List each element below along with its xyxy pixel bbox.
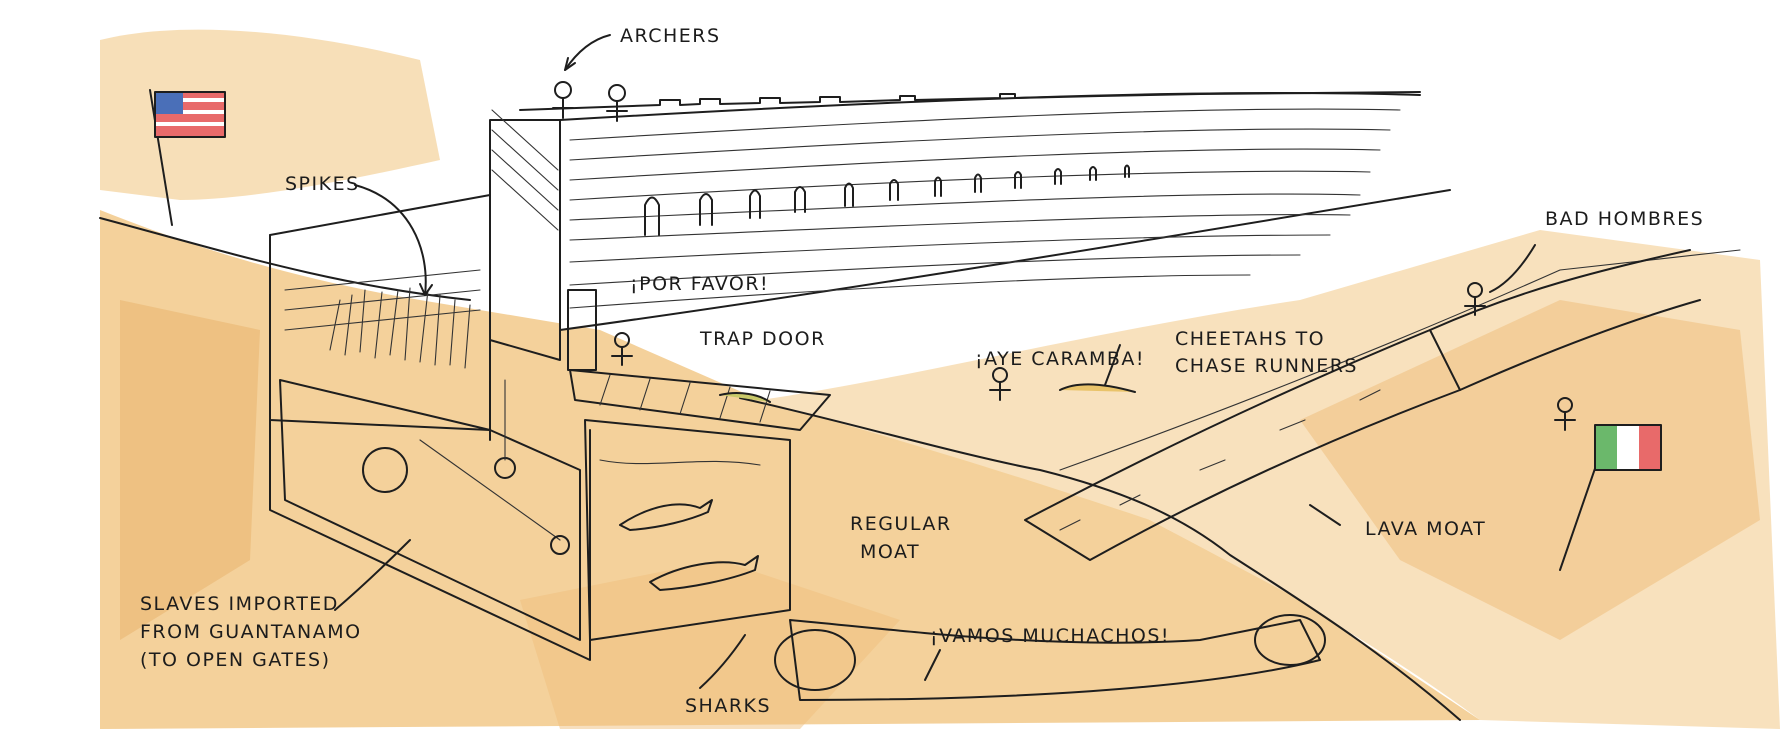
wall-cross-section: [269, 194, 591, 661]
label-aye-caramba: ¡AYE CARAMBA!: [975, 348, 1145, 370]
border-wall: [489, 90, 1500, 361]
figures: [552, 81, 1576, 431]
shark-1: [619, 499, 713, 531]
shark-2: [649, 555, 759, 591]
regular-moat: [584, 419, 791, 641]
mexico-flag: [1559, 424, 1662, 571]
label-slaves-line2: FROM GUANTANAMO: [140, 621, 362, 643]
label-cheetahs-line2: CHASE RUNNERS: [1175, 355, 1358, 377]
label-regular-moat-line1: REGULAR: [850, 513, 952, 535]
label-lava-moat: LAVA MOAT: [1365, 518, 1486, 540]
spikes: [329, 287, 471, 369]
label-slaves-line1: SLAVES IMPORTED: [140, 593, 339, 615]
label-por-favor: ¡POR FAVOR!: [630, 273, 769, 295]
trap-door: [567, 289, 831, 431]
ground-lines: [99, 217, 1741, 721]
label-cheetahs-line1: CHEETAHS TO: [1175, 328, 1325, 350]
label-sharks: SHARKS: [685, 695, 771, 717]
label-regular-moat-line2: MOAT: [860, 541, 920, 563]
pointer-arrows: [334, 34, 1536, 689]
lava-moat: [1024, 249, 1701, 561]
sand-background: [100, 29, 1780, 729]
annotation-labels: ARCHERS SPIKES ¡POR FAVOR! TRAP DOOR ¡AY…: [140, 25, 1704, 717]
label-trap-door: TRAP DOOR: [699, 328, 826, 350]
label-spikes: SPIKES: [285, 173, 360, 195]
tunnel: [774, 614, 1326, 701]
label-slaves-line3: (TO OPEN GATES): [140, 649, 331, 671]
label-archers: ARCHERS: [620, 25, 721, 47]
us-flag: [149, 89, 226, 226]
label-vamos: ¡VAMOS MUCHACHOS!: [930, 625, 1170, 647]
label-bad-hombres: BAD HOMBRES: [1545, 208, 1704, 230]
